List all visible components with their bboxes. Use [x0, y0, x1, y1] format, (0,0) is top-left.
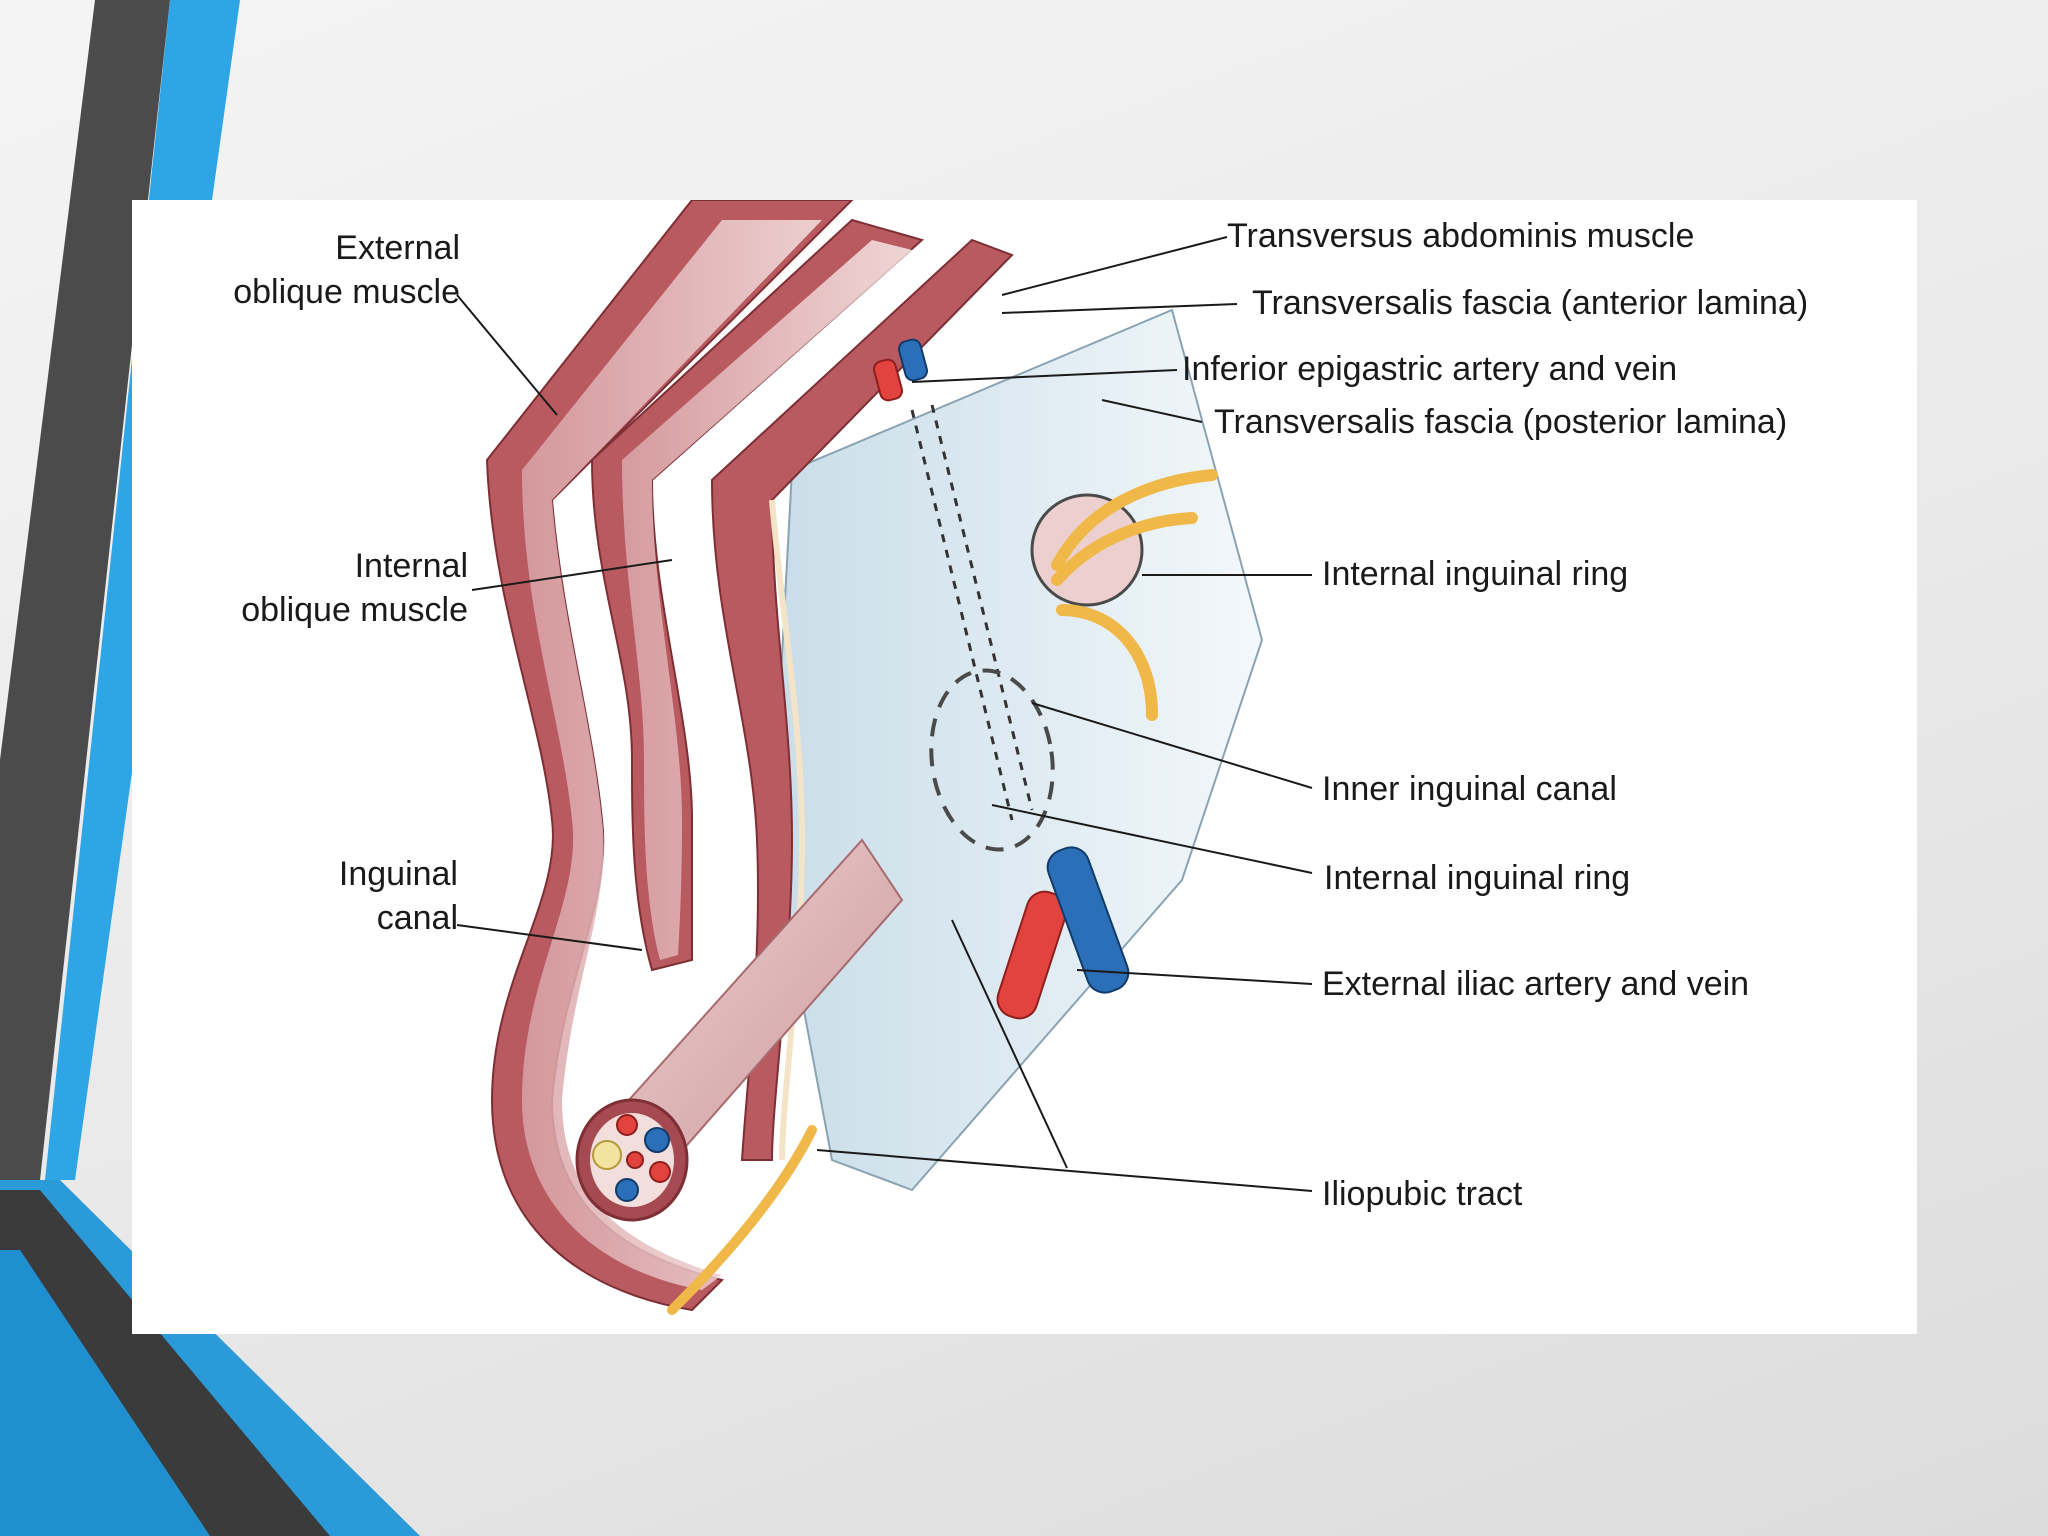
vessel-artery-2: [649, 1161, 671, 1183]
vessel-artery-1: [616, 1114, 638, 1136]
epigastric-dashed-course: [910, 409, 1014, 821]
label-line: Inguinal: [338, 855, 458, 893]
label-external-iliac: External iliac artery and vein: [1322, 965, 1750, 1003]
label-internal-oblique: Internal oblique muscle: [162, 544, 468, 632]
label-internal-inguinal-ring-2: Internal inguinal ring: [1324, 859, 1631, 897]
label-inguinal-canal: Inguinal canal: [242, 852, 458, 940]
vessel-artery-3: [626, 1151, 644, 1169]
label-transversalis-anterior: Transversalis fascia (anterior lamina): [1252, 284, 1809, 322]
label-line: Internal: [354, 547, 468, 585]
vas-deferens: [592, 1140, 622, 1170]
inner-inguinal-ring-dashed: [929, 668, 1055, 852]
label-line: canal: [376, 899, 458, 937]
external-iliac-artery: [996, 890, 1068, 1020]
leader-lines: [456, 236, 1313, 1192]
vessel-vein-2: [615, 1178, 639, 1202]
inferior-epigastric-vein: [897, 338, 929, 382]
external-oblique-face: [522, 220, 822, 1290]
epigastric-dashed-course-2: [930, 404, 1034, 811]
label-inner-inguinal-canal: Inner inguinal canal: [1322, 770, 1617, 808]
inferior-epigastric-artery: [872, 358, 904, 402]
iliopubic-tract-nerve: [667, 1125, 817, 1315]
internal-oblique-face: [622, 240, 912, 960]
blue-band-bottom: [0, 1250, 210, 1536]
transversalis-anterior-line: [769, 499, 806, 1161]
anatomy-figure: External oblique muscle Internal oblique…: [132, 200, 1917, 1334]
dark-stripe-top: [0, 0, 170, 1180]
vessel-vein-1: [644, 1127, 670, 1153]
label-external-oblique: External oblique muscle: [172, 226, 460, 314]
label-iliopubic-tract: Iliopubic tract: [1322, 1175, 1523, 1213]
inguinal-anatomy-illustration: [456, 200, 1313, 1315]
label-transversalis-posterior: Transversalis fascia (posterior lamina): [1214, 403, 1788, 441]
label-line: External: [335, 229, 460, 267]
label-transversus-abdominis: Transversus abdominis muscle: [1227, 217, 1695, 255]
cord-structure-3: [1056, 604, 1158, 721]
label-line: oblique muscle: [233, 273, 460, 311]
cord-structure-2: [1051, 512, 1198, 586]
cord-structure-1: [1051, 469, 1218, 571]
label-internal-inguinal-ring-1: Internal inguinal ring: [1322, 555, 1629, 593]
label-line: oblique muscle: [241, 591, 468, 629]
label-inferior-epigastric: Inferior epigastric artery and vein: [1182, 350, 1678, 388]
external-iliac-vein: [1046, 846, 1130, 994]
